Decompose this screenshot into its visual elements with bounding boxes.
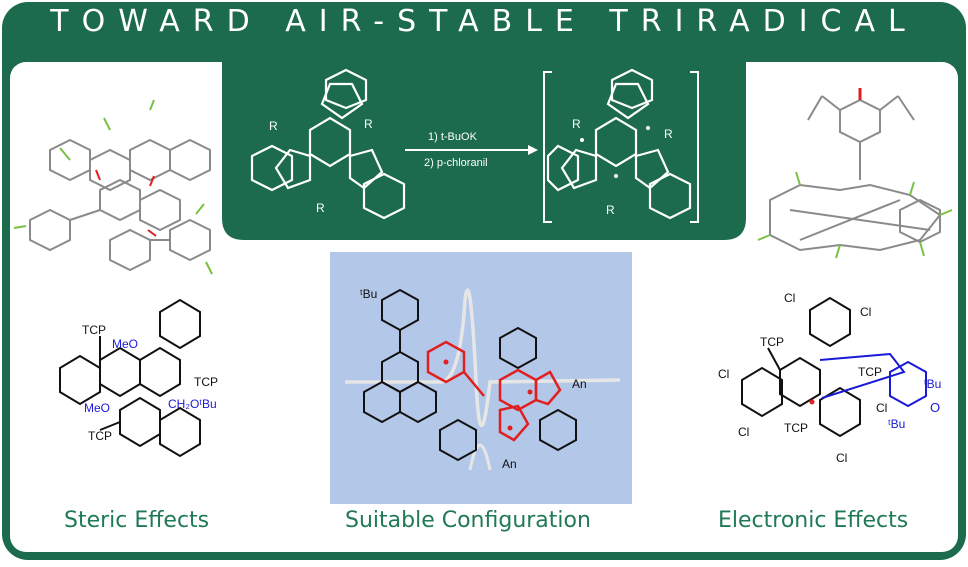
- configuration-panel: [330, 252, 632, 504]
- right-cl1: Cl: [784, 291, 795, 305]
- right-quinone-bridge: [819, 352, 927, 408]
- step2-label: 2) p-chloranil: [424, 157, 488, 169]
- left-tcp-top: TCP: [82, 323, 106, 337]
- right-radical-dot: [809, 399, 815, 405]
- middle-black-structure: [363, 288, 577, 462]
- page-title: TOWARD AIR-STABLE TRIRADICAL: [50, 4, 918, 39]
- left-meo-bottom: MeO: [84, 401, 110, 415]
- right-cl6: Cl: [836, 451, 847, 465]
- suitable-configuration-label: Suitable Configuration: [345, 508, 591, 533]
- esr-spectrum-trace: [345, 288, 621, 428]
- middle-radical-dot-2: [527, 389, 533, 395]
- middle-radical-dot-3: [507, 425, 513, 431]
- left-crystal-oxygens: [95, 169, 157, 237]
- product-r3: R: [606, 203, 615, 217]
- reactant-r3: R: [316, 201, 325, 215]
- product-r2: R: [664, 127, 673, 141]
- reactant-r1: R: [269, 119, 278, 133]
- left-ch2otbu: CH₂OᵗBu: [168, 397, 217, 411]
- electronic-effects-label: Electronic Effects: [718, 508, 909, 533]
- right-tcp-top: TCP: [760, 335, 784, 349]
- left-crystal-structure: [29, 138, 211, 272]
- right-crystal-chlorines: [757, 171, 953, 259]
- step1-label: 1) t-BuOK: [428, 131, 478, 143]
- arrow-head: [528, 145, 538, 155]
- radical-dot-2: [646, 126, 650, 130]
- product-structure: [546, 68, 692, 220]
- right-cl4: Cl: [738, 425, 749, 439]
- middle-radical-dot-1: [443, 359, 449, 365]
- reactant-structure: [250, 68, 406, 220]
- middle-an-top: An: [572, 377, 587, 391]
- middle-tbu: ᵗBu: [360, 287, 377, 301]
- right-bracket: [690, 71, 699, 223]
- radical-dot-1: [580, 138, 584, 142]
- reactant-r2: R: [364, 117, 373, 131]
- middle-an-bottom: An: [502, 457, 517, 471]
- middle-red-radical-path: [426, 340, 562, 442]
- left-tcp-right: TCP: [194, 375, 218, 389]
- left-crystal-chlorines: [13, 99, 213, 275]
- right-tbu2: ᵗBu: [888, 417, 905, 431]
- right-tcp-right: TCP: [858, 365, 882, 379]
- right-tcp-bottom: TCP: [784, 421, 808, 435]
- right-cl5: Cl: [876, 401, 887, 415]
- left-tcp-bottom: TCP: [88, 429, 112, 443]
- radical-dot-3: [614, 174, 618, 178]
- right-crystal-structure: [769, 95, 942, 252]
- left-meo-top: MeO: [112, 337, 138, 351]
- right-cl2: Cl: [860, 305, 871, 319]
- left-bracket: [543, 71, 552, 223]
- left-steric-structure: [59, 298, 201, 458]
- esr-spectrum-trace-2: [468, 443, 492, 471]
- right-cl3: Cl: [718, 367, 729, 381]
- right-tbu1: ᵗBu: [924, 377, 941, 391]
- steric-effects-label: Steric Effects: [64, 508, 210, 533]
- right-oxo: O: [930, 400, 940, 415]
- right-electronic-structure: [741, 296, 861, 438]
- product-r1: R: [572, 117, 581, 131]
